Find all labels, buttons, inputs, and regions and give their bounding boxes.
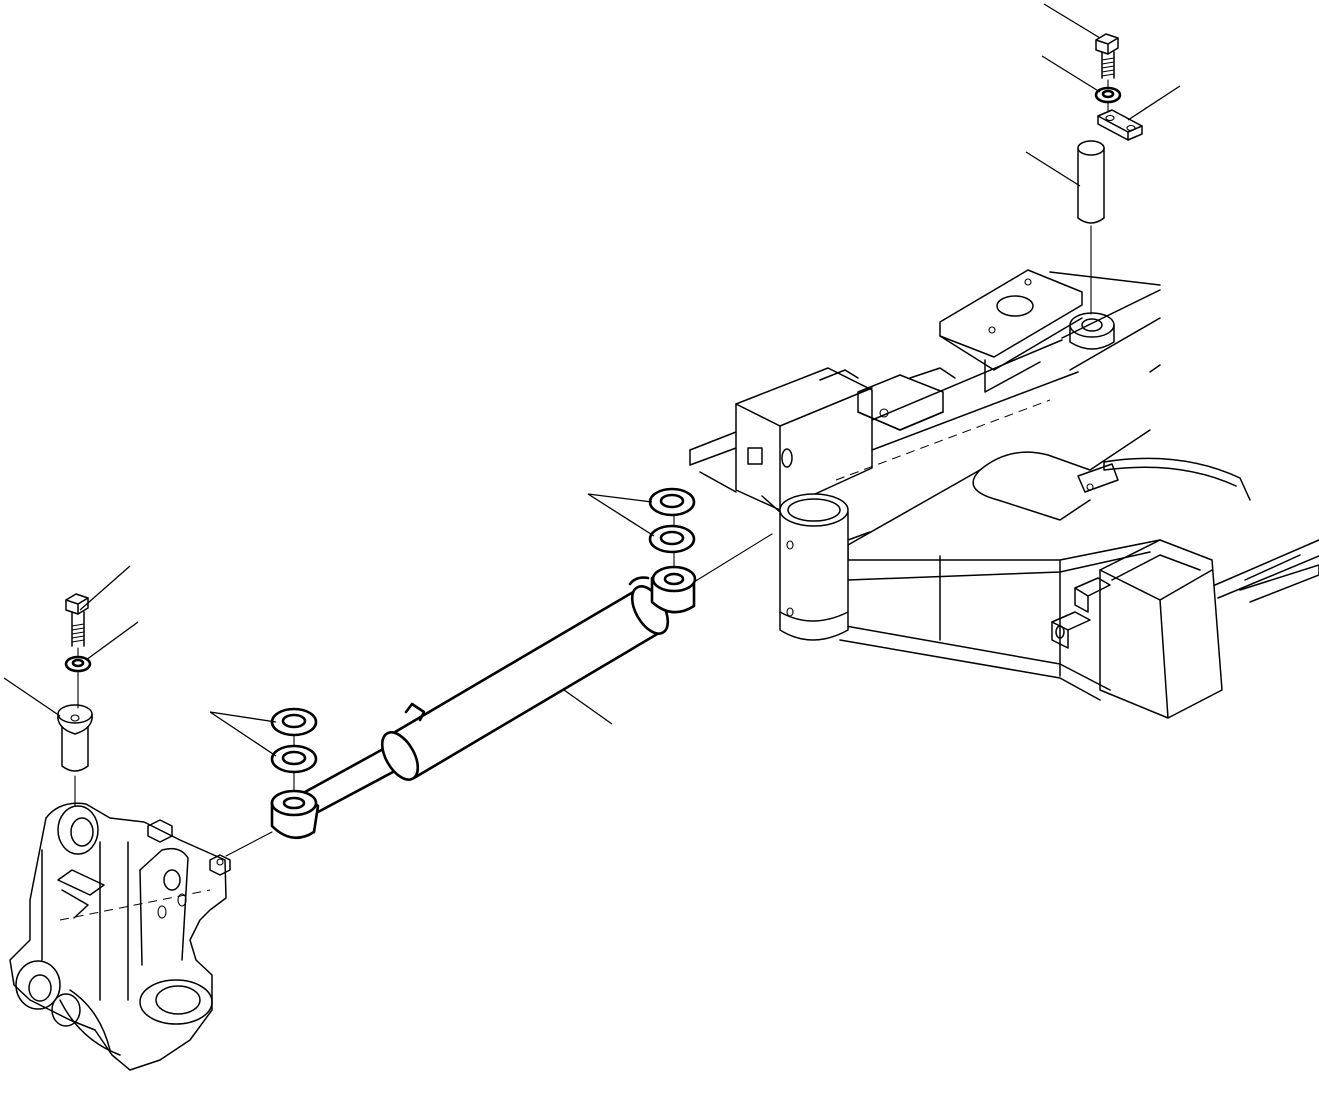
rear-frame bbox=[9, 802, 231, 1071]
lower-pin-assembly bbox=[57, 593, 93, 772]
leader-cylinder bbox=[563, 689, 613, 725]
leader-pin-lower bbox=[3, 677, 61, 717]
front-frame bbox=[689, 269, 1319, 719]
assembly-axis-lines bbox=[74, 79, 1109, 857]
leader-shims-lower bbox=[209, 711, 277, 757]
leader-bolt-lower bbox=[79, 565, 131, 611]
leader-pin-upper bbox=[1025, 151, 1081, 187]
leader-plate-upper bbox=[1127, 85, 1181, 121]
leader-shims-upper bbox=[587, 493, 655, 537]
steering-cylinder bbox=[270, 565, 697, 840]
leader-bolt-upper bbox=[1043, 3, 1101, 39]
leader-washer-lower bbox=[85, 621, 139, 661]
leader-washer-upper bbox=[1041, 55, 1101, 93]
washers-upper bbox=[648, 487, 696, 554]
callout-leaders bbox=[3, 3, 1181, 757]
upper-pin-assembly bbox=[1077, 33, 1143, 224]
